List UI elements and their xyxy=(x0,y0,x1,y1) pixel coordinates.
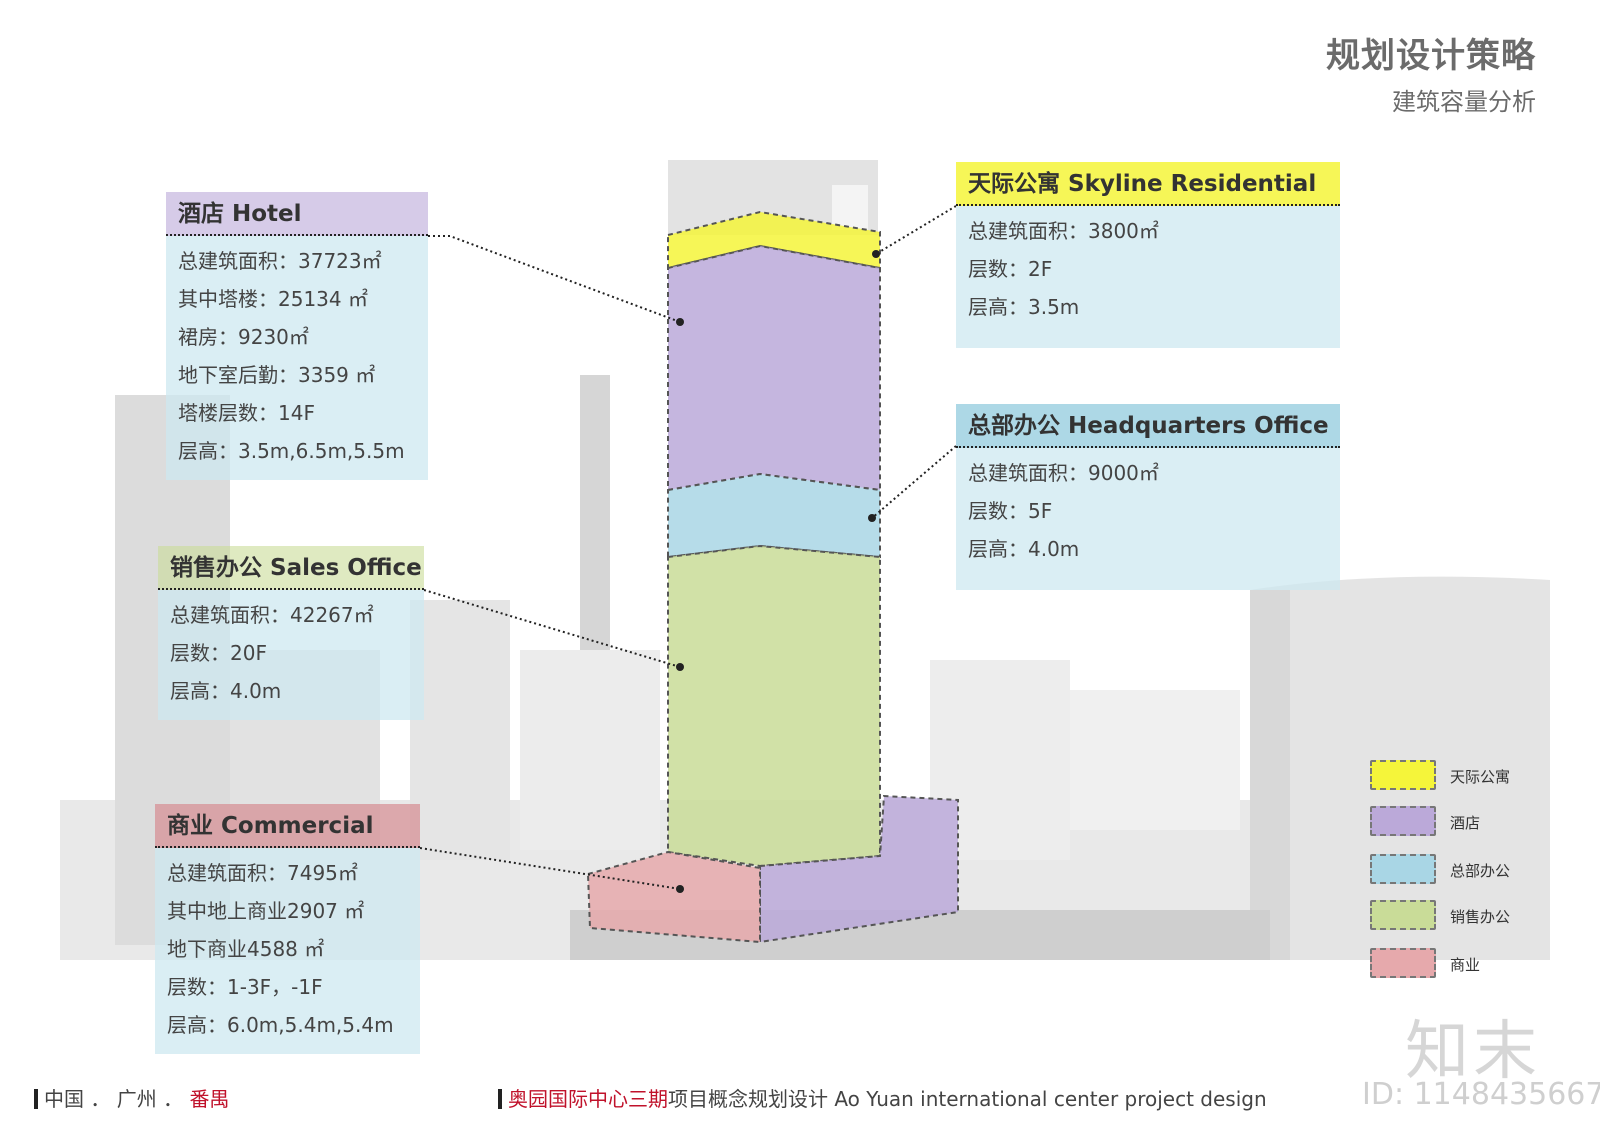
legend-item-skyline: 天际公寓 xyxy=(1370,760,1570,794)
card-headquarters-office: 总部办公 Headquarters Office 总建筑面积：9000㎡ 层数：… xyxy=(956,404,1340,590)
card-sales-office-title: 销售办公 Sales Office xyxy=(158,546,424,590)
leader-dot-skyline xyxy=(872,250,880,258)
footer-location: 中国 ． 广州 ． 番禺 xyxy=(34,1083,229,1112)
card-row: 塔楼层数：14F xyxy=(178,401,315,425)
context-building xyxy=(410,600,510,860)
leader-line-hotel xyxy=(428,235,681,323)
legend-swatch xyxy=(1370,900,1436,930)
card-row: 总建筑面积：7495㎡ xyxy=(167,861,358,885)
footer-project-desc: 项目概念规划设计 Ao Yuan international center pr… xyxy=(668,1087,1267,1111)
card-hotel: 酒店 Hotel 总建筑面积：37723㎡ 其中塔楼：25134 ㎡ 裙房：92… xyxy=(166,192,428,480)
card-skyline-title: 天际公寓 Skyline Residential xyxy=(956,162,1340,206)
footer-sep: ． xyxy=(163,1087,184,1111)
card-skyline-residential: 天际公寓 Skyline Residential 总建筑面积：3800㎡ 层数：… xyxy=(956,162,1340,348)
leader-dot-hq xyxy=(868,514,876,522)
legend-label: 天际公寓 xyxy=(1450,768,1511,786)
massing-sales-office xyxy=(667,544,881,868)
massing-commercial xyxy=(586,850,761,944)
leader-line-hq xyxy=(871,445,957,519)
massing-headquarters-office xyxy=(667,472,881,559)
context-building xyxy=(1250,590,1290,960)
card-sales-office: 销售办公 Sales Office 总建筑面积：42267㎡ 层数：20F 层高… xyxy=(158,546,424,720)
page-title: 规划设计策略 xyxy=(1326,36,1536,76)
watermark-id: ID: 1148435667 xyxy=(1362,1077,1600,1112)
page-subtitle: 建筑容量分析 xyxy=(1392,88,1536,116)
leader-line-skyline xyxy=(875,205,957,255)
context-building xyxy=(520,650,660,850)
legend-label: 商业 xyxy=(1450,956,1481,974)
card-commercial-title: 商业 Commercial xyxy=(155,804,420,848)
leader-dot-sales xyxy=(676,663,684,671)
watermark-logo: 知末 xyxy=(1405,1015,1541,1089)
legend-label: 总部办公 xyxy=(1450,862,1511,880)
card-hotel-title: 酒店 Hotel xyxy=(166,192,428,236)
card-row: 层高：3.5m xyxy=(968,295,1080,319)
card-row: 总建筑面积：3800㎡ xyxy=(968,219,1159,243)
legend-swatch xyxy=(1370,948,1436,978)
leader-dot-commercial xyxy=(676,885,684,893)
massing-hotel-podium xyxy=(759,794,959,944)
card-row: 总建筑面积：42267㎡ xyxy=(170,603,374,627)
card-row: 层高：6.0m,5.4m,5.4m xyxy=(167,1013,394,1037)
leader-dot-hotel xyxy=(676,318,684,326)
card-row: 层高：3.5m,6.5m,5.5m xyxy=(178,439,405,463)
card-row: 裙房：9230㎡ xyxy=(178,325,309,349)
card-row: 层高：4.0m xyxy=(170,679,282,703)
footer-project: 奥园国际中心三期项目概念规划设计 Ao Yuan international c… xyxy=(498,1083,1267,1112)
card-row: 地下室后勤：3359 ㎡ xyxy=(178,363,376,387)
legend-item-sales: 销售办公 xyxy=(1370,900,1570,934)
card-hq-title: 总部办公 Headquarters Office xyxy=(956,404,1340,448)
legend-swatch xyxy=(1370,806,1436,836)
footer-district: 番禺 xyxy=(189,1087,230,1111)
legend-label: 销售办公 xyxy=(1450,908,1511,926)
footer-project-name: 奥园国际中心三期 xyxy=(508,1087,668,1111)
footer-country: 中国 xyxy=(44,1087,84,1111)
footer-bar xyxy=(34,1089,38,1109)
card-commercial: 商业 Commercial 总建筑面积：7495㎡ 其中地上商业2907 ㎡ 地… xyxy=(155,804,420,1054)
card-row: 层数：1-3F，-1F xyxy=(167,975,323,999)
card-row: 层数：2F xyxy=(968,257,1053,281)
legend-swatch xyxy=(1370,854,1436,884)
card-row: 层数：20F xyxy=(170,641,267,665)
card-row: 总建筑面积：9000㎡ xyxy=(968,461,1159,485)
legend-item-hq: 总部办公 xyxy=(1370,854,1570,888)
leader-line-commercial xyxy=(419,847,681,890)
card-row: 层高：4.0m xyxy=(968,537,1080,561)
card-row: 地下商业4588 ㎡ xyxy=(167,937,325,961)
legend-item-commercial: 商业 xyxy=(1370,948,1570,982)
legend-swatch xyxy=(1370,760,1436,790)
legend-label: 酒店 xyxy=(1450,814,1481,832)
card-row: 其中地上商业2907 ㎡ xyxy=(167,899,365,923)
footer-sep: ． xyxy=(90,1087,111,1111)
card-row: 其中塔楼：25134 ㎡ xyxy=(178,287,368,311)
legend-item-hotel: 酒店 xyxy=(1370,806,1570,840)
massing-hotel-tower xyxy=(667,244,881,492)
card-row: 总建筑面积：37723㎡ xyxy=(178,249,382,273)
tower-crown-void xyxy=(832,185,868,230)
footer-city: 广州 xyxy=(116,1087,157,1111)
footer-bar xyxy=(498,1089,502,1109)
card-row: 层数：5F xyxy=(968,499,1053,523)
context-building xyxy=(1070,690,1240,830)
